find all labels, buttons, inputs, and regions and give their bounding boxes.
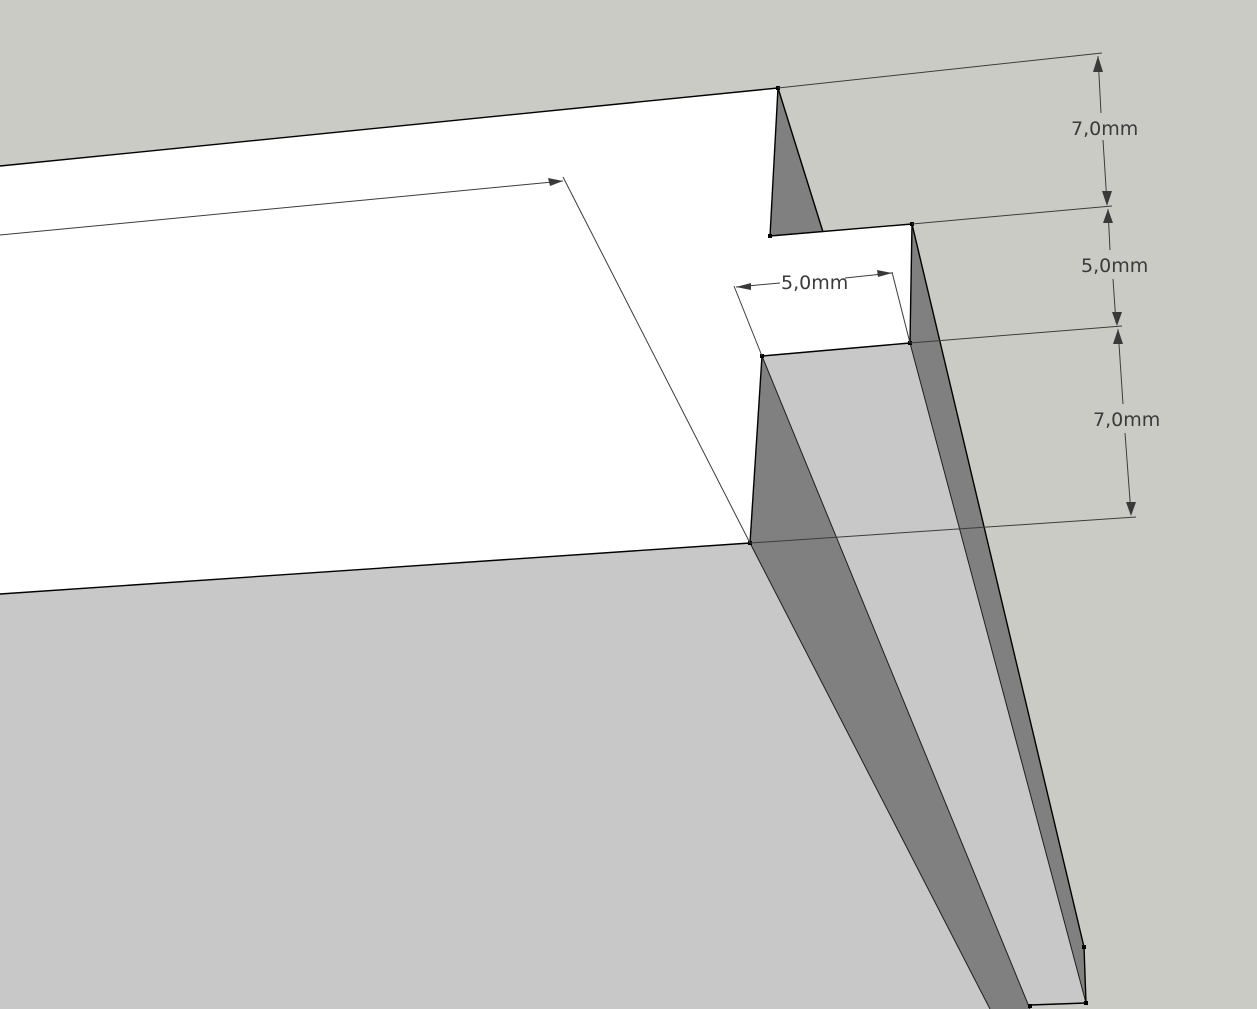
step-front-face[interactable] (762, 343, 1086, 1009)
model-edges (0, 87, 1087, 1009)
dimension-label-middle-height: 5,0mm (1081, 255, 1148, 277)
step-side-face-right[interactable] (910, 224, 1086, 1003)
lower-side-face[interactable] (750, 356, 1030, 1009)
notch-side-face-upper[interactable] (770, 88, 823, 236)
dimension-label-top-height: 7,0mm (1071, 118, 1138, 140)
dimension-bottom-height[interactable]: 7,0mm (1093, 328, 1160, 516)
dimension-label-step-width: 5,0mm (781, 272, 848, 294)
lower-front-face[interactable] (0, 543, 1030, 1009)
upper-top-face[interactable] (0, 88, 912, 594)
dimension-step-width[interactable]: 5,0mm (733, 270, 911, 357)
dimension-label-bottom-height: 7,0mm (1093, 409, 1160, 431)
dimension-middle-height[interactable]: 5,0mm (1081, 208, 1148, 326)
dimension-extension-lines (749, 52, 1137, 544)
dimension-top-height[interactable]: 7,0mm (1071, 55, 1138, 206)
length-dimension[interactable] (0, 176, 751, 544)
